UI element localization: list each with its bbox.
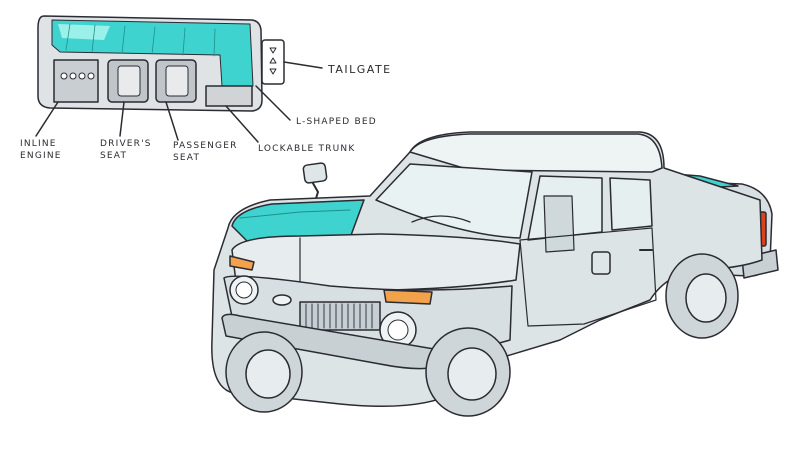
top-view-engine-cylinders — [60, 72, 95, 80]
leader-trunk — [225, 105, 259, 143]
front-wheel-right — [425, 327, 511, 417]
tailgate-icons — [269, 47, 277, 75]
rear-wheel — [665, 253, 739, 339]
leader-drivers-seat — [119, 101, 125, 137]
indicator-left — [229, 255, 255, 271]
label-tailgate: TAILGATE — [328, 63, 392, 76]
steering-wheel — [411, 215, 471, 223]
door-outline — [519, 227, 657, 327]
top-view-engine-bay — [53, 59, 99, 103]
top-view-tailgate — [261, 39, 285, 85]
label-lockable-trunk: LOCKABLE TRUNK — [258, 144, 356, 154]
top-view-diagram — [35, 15, 323, 143]
grille-slats — [305, 303, 373, 329]
front-wheel — [225, 331, 303, 413]
pickup-truck — [211, 131, 779, 417]
top-view-lockable-trunk — [205, 85, 253, 107]
top-view-bed-highlight — [58, 24, 110, 40]
label-inline-engine: INLINE ENGINE — [20, 139, 62, 161]
leader-bed — [255, 85, 291, 121]
leader-passenger-seat — [165, 101, 179, 141]
front-grille — [299, 301, 381, 331]
leader-engine — [35, 101, 59, 137]
front-badge — [272, 294, 292, 306]
door-mirror-cab — [591, 251, 611, 275]
cab-roof — [409, 133, 663, 173]
indicator-right — [383, 289, 433, 305]
leader-tailgate — [283, 61, 323, 69]
label-passenger-seat: PASSENGER SEAT — [173, 141, 238, 163]
windshield — [375, 163, 533, 239]
label-drivers-seat: DRIVER'S SEAT — [100, 139, 152, 161]
top-view-bed-wood-grain — [65, 23, 216, 57]
seat-outline — [543, 195, 575, 253]
label-l-shaped-bed: L-SHAPED BED — [296, 117, 377, 127]
side-window-rear — [609, 177, 653, 231]
